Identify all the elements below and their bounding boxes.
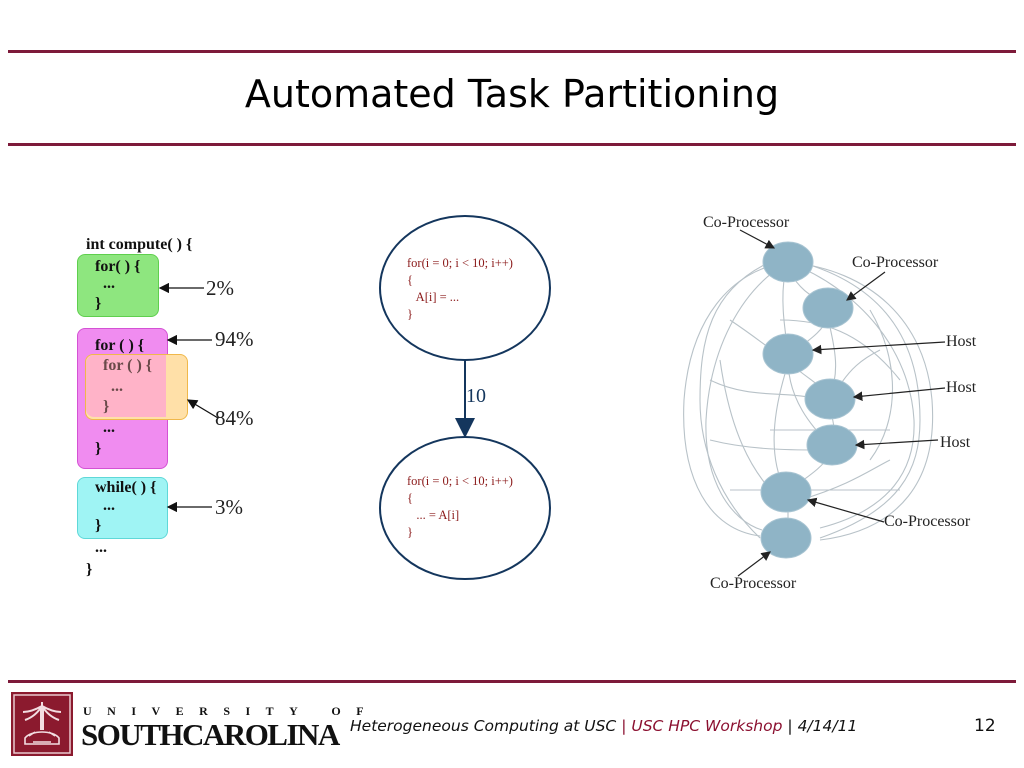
yellow-line-2: ... [111,378,123,395]
header-rule-bottom [8,143,1016,146]
logo-university-of: UNIVERSITY OF [83,704,380,718]
node-bottom-line-4: } [407,525,413,539]
footer-text: Heterogeneous Computing at USC | USC HPC… [350,717,857,735]
cyan-line-1: while( ) { [95,479,157,496]
code-closing: } [86,561,93,578]
magenta-line-1: for ( ) { [95,337,145,354]
pct-cyan: 3% [215,495,243,519]
page-number: 12 [974,716,996,736]
graph-node-coprocessor-top [762,241,814,283]
code-header: int compute( ) { [86,236,193,253]
magenta-line-2: ... [103,419,115,436]
overlap-region [86,355,166,417]
task-graph-shapes [379,215,551,580]
node-top-line-4: } [407,307,413,321]
label-coprocessor-2: Co-Processor [852,254,939,271]
node-top-line-1: for(i = 0; i < 10; i++) [407,256,513,270]
label-arrows [737,229,946,577]
green-line-1: for( ) { [95,258,141,275]
yellow-line-1: for ( ) { [103,357,153,374]
graph-node-coprocessor-3 [760,471,812,513]
logo-south-carolina: SOUTHCAROLINA [81,717,340,752]
magenta-line-3: } [95,440,102,457]
node-bottom-line-2: { [407,491,413,505]
label-coprocessor-top: Co-Processor [703,214,790,231]
node-top-line-3: A[i] = ... [407,290,460,304]
graph-node-host-2 [804,378,856,420]
footer-event: Heterogeneous Computing at USC [350,717,617,735]
cyan-line-3: } [95,517,102,534]
graph-nodes [760,241,858,559]
node-bottom-line-1: for(i = 0; i < 10; i++) [407,474,513,488]
code-ellipsis: ... [95,539,107,556]
label-coprocessor-3: Co-Processor [884,513,971,530]
graph-node-coprocessor-bottom [760,517,812,559]
label-host-3: Host [940,434,971,451]
pct-magenta: 94% [215,327,254,351]
label-coprocessor-bottom: Co-Processor [710,575,797,592]
label-host-1: Host [946,333,977,350]
cyan-block [77,477,168,539]
palmetto-seal-icon [13,694,71,754]
pct-green: 2% [206,276,234,300]
cyan-line-2: ... [103,497,115,514]
green-block [77,254,159,317]
graph-node-host-3 [806,424,858,466]
green-line-2: ... [103,275,115,292]
university-seal-logo [11,692,73,756]
node-bottom-line-3: ... = A[i] [407,508,460,522]
green-line-3: } [95,295,102,312]
graph-node-host-1 [762,333,814,375]
yellow-line-3: } [103,398,110,415]
task-node-top [379,215,551,361]
partition-graph-shapes [683,229,946,577]
edge-weight: 10 [466,385,486,407]
task-node-bottom [379,436,551,580]
footer-date: 4/14/11 [797,717,858,735]
graph-node-coprocessor-2 [802,287,854,329]
node-top-line-2: { [407,273,413,287]
footer-separator-1: | [621,717,627,735]
percentage-arrows [158,282,219,513]
header-rule-top [8,50,1016,53]
footer-separator-2: | [787,717,793,735]
label-host-2: Host [946,379,977,396]
slide-title: Automated Task Partitioning [244,72,780,116]
pct-yellow: 84% [215,406,254,430]
footer-workshop: USC HPC Workshop [631,717,783,735]
footer-rule [8,680,1016,683]
arrow-yellow [186,399,219,419]
